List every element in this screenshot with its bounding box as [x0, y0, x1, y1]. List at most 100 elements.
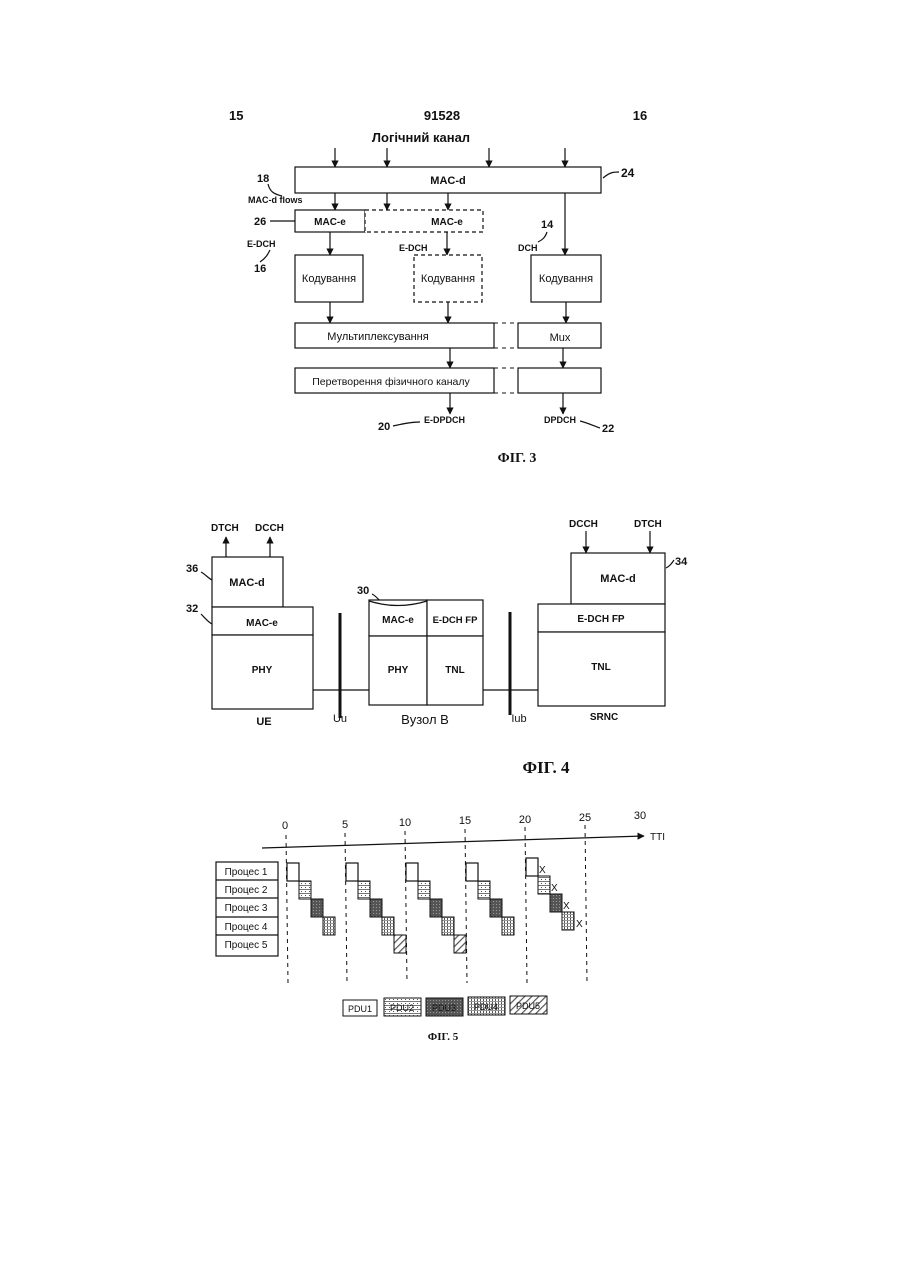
- legend-pdu4-label: PDU4: [474, 1002, 498, 1012]
- ref-16: 16: [254, 263, 266, 275]
- figure-5: TTI 0 5 10 15 20 25 30 Процес 1 Процес 2…: [216, 810, 665, 1043]
- ref-32: 32: [186, 603, 198, 615]
- srnc-dtch-label: DTCH: [634, 519, 662, 530]
- gridline-5: [345, 833, 347, 983]
- ue-phy-label: PHY: [252, 665, 273, 676]
- pdu-block: [454, 935, 466, 953]
- ref-36: 36: [186, 563, 198, 575]
- tick-30: 30: [634, 810, 646, 822]
- pdu-group-2: [346, 863, 406, 953]
- gridline-15: [465, 829, 467, 983]
- mac-d-label: MAC-d: [430, 175, 465, 187]
- fig5-caption: ФІГ. 5: [428, 1031, 459, 1043]
- tick-10: 10: [399, 817, 411, 829]
- page-header: 15 91528 16: [229, 108, 647, 123]
- gridline-0: [286, 835, 288, 983]
- fig4-caption: ФІГ. 4: [522, 758, 570, 777]
- nodeb-phy-label: PHY: [388, 665, 409, 676]
- iub-label: Iub: [511, 713, 526, 725]
- pdu-group-5: X X X X: [526, 858, 583, 930]
- nodeb-mac-e-label: MAC-e: [382, 615, 414, 626]
- pdu-block: [526, 858, 538, 876]
- figure-3: Логічний канал MAC-d 24 18 MAC-d flows 2…: [247, 130, 635, 466]
- pdu-block: [430, 899, 442, 917]
- page-number-left: 15: [229, 108, 243, 123]
- pdu-block: [442, 917, 454, 935]
- pdu-block: [394, 935, 406, 953]
- srnc-label: SRNC: [590, 712, 618, 723]
- failed-x-mark: X: [551, 883, 558, 894]
- coding-label-2: Кодування: [421, 273, 475, 285]
- failed-x-mark: X: [576, 919, 583, 930]
- ref-30: 30: [357, 585, 369, 597]
- ref-34: 34: [675, 556, 688, 568]
- patent-number: 91528: [424, 108, 460, 123]
- ue-label: UE: [256, 716, 271, 728]
- coding-label-1: Кодування: [302, 273, 356, 285]
- mac-e-box-2: [365, 210, 483, 232]
- mux-label: Mux: [550, 332, 571, 344]
- pdu-group-3: [406, 863, 466, 953]
- gridline-10: [405, 831, 407, 983]
- dch-label: DCH: [518, 243, 538, 253]
- process-label-2: Процес 2: [225, 885, 268, 896]
- fig3-caption: ФІГ. 3: [498, 451, 537, 466]
- pdu-group-1: [287, 863, 335, 935]
- pdu-block: [550, 894, 562, 912]
- pdu-block: [346, 863, 358, 881]
- tti-axis: [262, 836, 644, 848]
- pdu-block: [562, 912, 574, 930]
- phys-mapping-label: Перетворення фізичного каналу: [312, 376, 470, 388]
- phys-mapping-box-2: [518, 368, 601, 393]
- ue-dtch-label: DTCH: [211, 523, 239, 534]
- mac-e-label-2: MAC-e: [431, 217, 463, 228]
- page-number-right: 16: [633, 108, 647, 123]
- edpdch-label: E-DPDCH: [424, 415, 465, 425]
- ref-24: 24: [621, 166, 635, 180]
- pdu-block: [311, 899, 323, 917]
- pdu-block: [406, 863, 418, 881]
- figure-4: DTCH DCCH 36 MAC-d 32 MAC-e PHY UE Uu 30…: [186, 519, 688, 777]
- pdu-group-4: [466, 863, 514, 935]
- pdu-block: [478, 881, 490, 899]
- ue-dcch-label: DCCH: [255, 523, 284, 534]
- pdu-block: [502, 917, 514, 935]
- tti-tick-labels: 0 5 10 15 20 25 30: [282, 810, 646, 832]
- nodeb-edch-fp-label: E-DCH FP: [433, 615, 479, 626]
- pdu-block: [382, 917, 394, 935]
- pdu-block: [466, 863, 478, 881]
- multiplexing-label: Мультиплексування: [327, 331, 428, 343]
- uu-label: Uu: [333, 713, 347, 725]
- nodeb-label: Вузол В: [401, 712, 449, 727]
- gridline-25: [585, 825, 587, 983]
- failed-x-mark: X: [563, 901, 570, 912]
- ref-22: 22: [602, 423, 614, 435]
- process-label-4: Процес 4: [225, 922, 268, 933]
- ref-18: 18: [257, 173, 269, 185]
- edch-label-1: E-DCH: [247, 239, 276, 249]
- legend-pdu3-label: PDU3: [432, 1003, 456, 1013]
- ue-mac-e-label: MAC-e: [246, 618, 278, 629]
- tick-0: 0: [282, 820, 288, 832]
- legend-pdu5-label: PDU5: [516, 1001, 540, 1011]
- legend-pdu1-label: PDU1: [348, 1004, 372, 1014]
- legend-pdu2-label: PDU2: [390, 1003, 414, 1013]
- failed-x-mark: X: [539, 865, 546, 876]
- pdu-block: [370, 899, 382, 917]
- tick-5: 5: [342, 819, 348, 831]
- srnc-mac-d-label: MAC-d: [600, 573, 635, 585]
- tick-20: 20: [519, 814, 531, 826]
- tti-axis-label: TTI: [650, 832, 665, 843]
- pdu-block: [538, 876, 550, 894]
- mac-d-flows-label: MAC-d flows: [248, 195, 303, 205]
- ue-mac-d-label: MAC-d: [229, 577, 264, 589]
- edch-label-2: E-DCH: [399, 243, 428, 253]
- srnc-edch-fp-label: E-DCH FP: [577, 614, 625, 625]
- srnc-tnl-label: TNL: [591, 662, 610, 673]
- logical-channel-label: Логічний канал: [372, 130, 470, 145]
- pdu-block: [323, 917, 335, 935]
- ref-26: 26: [254, 216, 266, 228]
- coding-label-3: Кодування: [539, 273, 593, 285]
- nodeb-tnl-label: TNL: [445, 665, 464, 676]
